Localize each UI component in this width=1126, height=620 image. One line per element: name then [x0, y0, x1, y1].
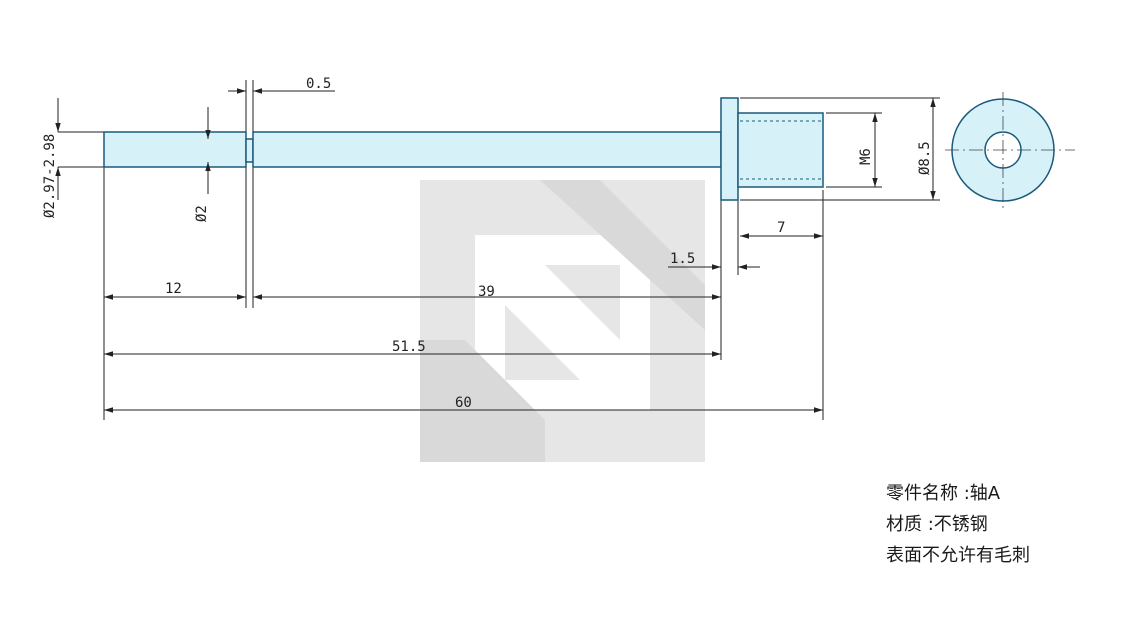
- watermark-logo-icon: [420, 180, 705, 462]
- dim-groove-diameter: Ø2: [194, 205, 210, 222]
- dim-len-12: 12: [165, 281, 182, 297]
- dimension-lines: [55, 88, 936, 413]
- dim-thread: M6: [858, 148, 874, 165]
- dim-groove-width: 0.5: [306, 76, 331, 92]
- surface-note: 表面不允许有毛刺: [886, 545, 1030, 566]
- shaft-part: [103, 97, 824, 201]
- dim-shaft-diameter: Ø2.97-2.98: [42, 134, 58, 218]
- dim-head-recess: 7: [777, 220, 785, 236]
- dim-len-51-5: 51.5: [392, 339, 426, 355]
- dim-len-39: 39: [478, 284, 495, 300]
- dim-len-60: 60: [455, 395, 472, 411]
- end-view: [945, 92, 1075, 210]
- material-note: 材质 :不锈钢: [886, 514, 988, 535]
- dim-head-thickness: 1.5: [670, 251, 695, 267]
- part-name-note: 零件名称 :轴A: [886, 483, 1001, 504]
- dim-head-diameter: Ø8.5: [917, 141, 933, 175]
- drawing-notes: 零件名称 :轴A 材质 :不锈钢 表面不允许有毛刺: [886, 478, 1030, 571]
